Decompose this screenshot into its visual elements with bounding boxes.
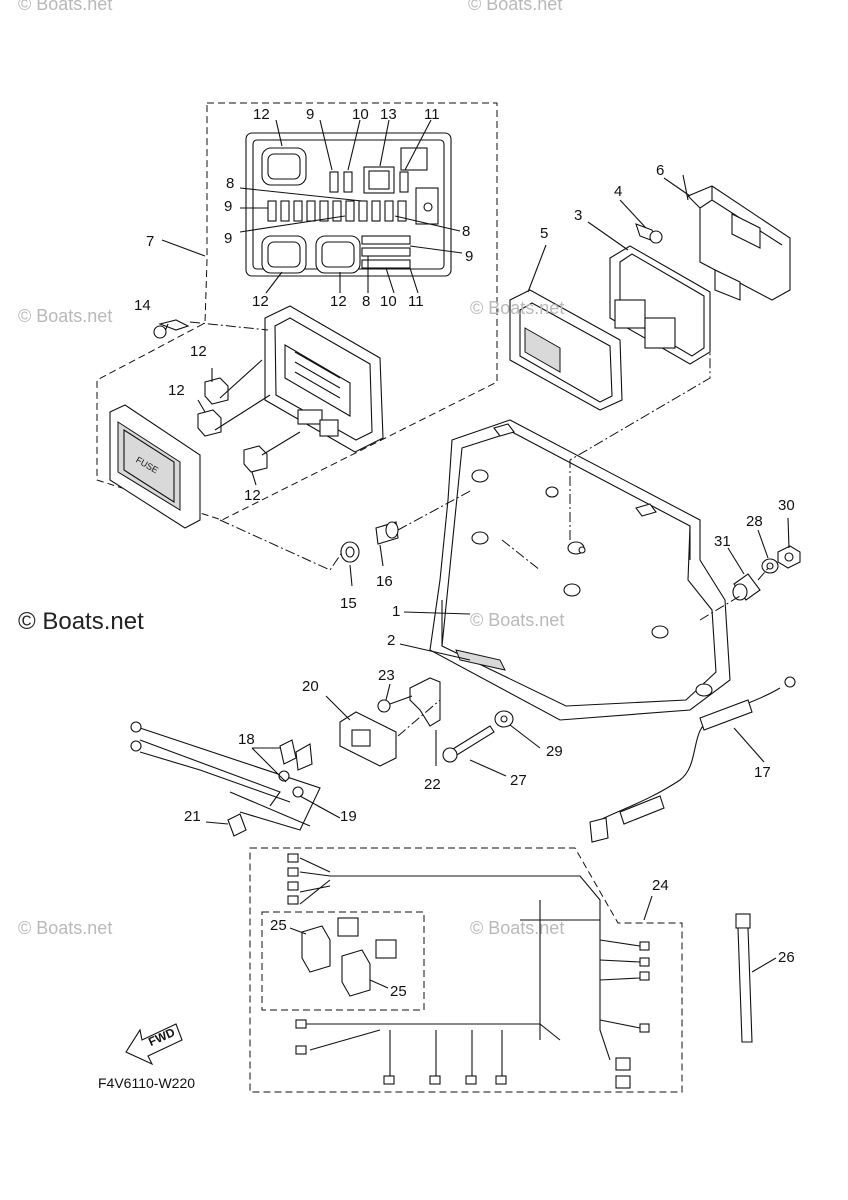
nut-washer-collar [699,517,801,621]
part-label: 3 [574,207,583,224]
part-label: 11 [424,106,440,123]
part-label: 28 [746,513,763,530]
leader-lines [161,177,691,257]
part-label: 29 [546,743,563,760]
bolt-27-washer-29 [442,710,541,777]
part-label: 9 [465,248,474,265]
part-label: 21 [184,808,201,825]
fuse-box-assembly [109,305,384,529]
part-label: 12 [190,343,207,360]
part-label: 27 [510,772,527,789]
part-label: 26 [778,949,795,966]
part-label: 8 [362,293,371,310]
part-label: 2 [387,632,396,649]
watermark: © Boats.net [470,610,565,630]
part-label: 9 [224,198,233,215]
part-label: 9 [224,230,233,247]
part-label: 12 [330,293,347,310]
part-label: 31 [714,533,731,550]
fuse-box-top-view [239,119,463,294]
wire-harness [287,853,650,1089]
part-label: 1 [392,603,401,620]
watermark: © Boats.net [18,0,113,14]
drawing-code: F4V6110-W220 [98,1075,196,1091]
part-label: 24 [652,877,669,894]
battery-cables [130,721,341,837]
gasket-5 [509,244,623,411]
watermark: © Boats.net [18,306,113,326]
part-label: 10 [352,106,369,123]
part-label: 10 [380,293,397,310]
part-label: 22 [424,776,441,793]
part-label: 15 [340,595,357,612]
part-label: 13 [380,106,397,123]
part-label: 5 [540,225,549,242]
watermark: © Boats.net [18,918,113,938]
part-label: 14 [134,297,151,314]
bracket-6 [682,174,791,301]
part-label: 12 [252,293,269,310]
cable-17 [589,676,796,843]
part-label: 7 [146,233,155,250]
part-label: 9 [306,106,315,123]
part-label: 11 [408,293,424,310]
fuse-box-detail-frame [96,102,498,521]
watermark: © Boats.net [470,918,565,938]
part-label: 8 [462,223,471,240]
forward-arrow-icon [125,1023,183,1066]
part-label: 30 [778,497,795,514]
watermark: © Boats.net [468,0,563,14]
part-label: 17 [754,764,771,781]
bolt-4 [619,199,663,244]
part-label: 25 [270,917,287,934]
part-label: 4 [614,183,623,200]
part-label: 19 [340,808,357,825]
part-label: 12 [244,487,261,504]
harness-24-frame [249,847,683,1093]
relay-bracket [325,677,441,767]
part-label: 12 [253,106,270,123]
part-label: 8 [226,175,235,192]
part-label: 18 [238,731,255,748]
part-label: 16 [376,573,393,590]
grommet-collar [340,521,399,587]
part-label: 23 [378,667,395,684]
cable-tie-26 [735,913,777,1043]
watermark: © Boats.net [18,608,144,635]
part-label: 6 [656,162,665,179]
control-unit-3 [587,221,711,365]
part-label: 12 [168,382,185,399]
part-label: 20 [302,678,319,695]
watermark: © Boats.net [470,298,565,318]
electrical-box-1 [219,352,731,721]
part-label: 25 [390,983,407,1000]
